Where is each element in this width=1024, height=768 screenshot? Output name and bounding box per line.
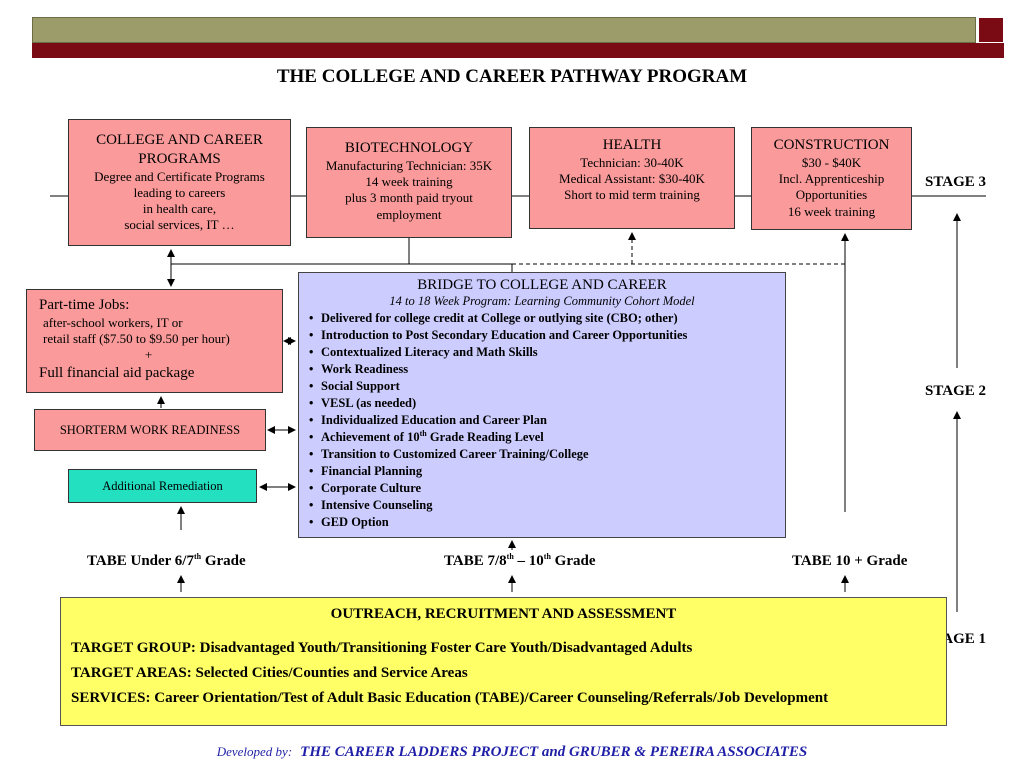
outreach-target-areas: TARGET AREAS: Selected Cities/Counties a… [71, 665, 468, 681]
construction-line-3: Opportunities [795, 187, 868, 203]
header-maroon-square [978, 17, 1004, 43]
credit-line: Developed by: THE CAREER LADDERS PROJECT… [0, 743, 1024, 761]
bio-line-2: 14 week training [365, 174, 453, 189]
health-heading: HEALTH [602, 137, 662, 153]
tabe-label-3: TABE 10 + Grade [792, 553, 908, 569]
tabe2-sup2: th [543, 552, 551, 561]
tabe2-sup: th [506, 552, 514, 561]
ccp-line-2: leading to careers [133, 184, 226, 200]
parttime-line-2: retail staff ($7.50 to $9.50 per hour) [43, 331, 230, 346]
bridge-item: Achievement of 10th Grade Reading Level [299, 429, 785, 446]
health-line-1: Technician: 30-40K [580, 154, 684, 170]
health-line-3: Short to mid term training [564, 187, 700, 203]
parttime-plus: + [144, 347, 153, 363]
construction-line-4: 16 week training [787, 203, 876, 219]
bridge-item: Transition to Customized Career Training… [299, 446, 785, 463]
bio-heading: BIOTECHNOLOGY [344, 140, 474, 156]
bridge-list: Delivered for college credit at College … [299, 310, 785, 531]
stage-3-label: STAGE 3 [925, 174, 986, 190]
parttime-line-3: Full financial aid package [39, 364, 195, 381]
bridge-item: GED Option [299, 514, 785, 531]
credit-names: THE CAREER LADDERS PROJECT and GRUBER & … [300, 744, 808, 760]
bio-line-3: plus 3 month paid tryout [345, 190, 473, 206]
header-maroon-bar [32, 43, 1004, 58]
page-title: THE COLLEGE AND CAREER PATHWAY PROGRAM [276, 66, 748, 87]
tabe1-sup: th [193, 552, 202, 561]
tabe1-text: TABE Under 6/7 [87, 553, 194, 569]
bridge-item: Work Readiness [299, 361, 785, 378]
tabe-label-2: TABE 7/8th – 10th Grade [444, 553, 595, 570]
bridge-item: Individualized Education and Career Plan [299, 412, 785, 429]
tabe2-post: Grade [550, 553, 596, 569]
header-olive-bar [32, 17, 976, 43]
bridge-item: VESL (as needed) [299, 395, 785, 412]
biotechnology-box: BIOTECHNOLOGY Manufacturing Technician: … [306, 127, 512, 238]
parttime-heading: Part-time Jobs: [39, 297, 130, 313]
bridge-box: BRIDGE TO COLLEGE AND CAREER 14 to 18 We… [298, 272, 786, 538]
bridge-item: Corporate Culture [299, 480, 785, 497]
college-career-programs-box: COLLEGE AND CAREER PROGRAMS Degree and C… [68, 119, 291, 246]
construction-box: CONSTRUCTION $30 - $40K Incl. Apprentice… [751, 127, 912, 230]
bio-line-1: Manufacturing Technician: 35K [325, 157, 493, 173]
outreach-target-group: TARGET GROUP: Disadvantaged Youth/Transi… [71, 640, 693, 656]
tabe1-post: Grade [201, 553, 246, 569]
bridge-item-text: Achievement of 10 [321, 430, 420, 444]
outreach-heading: OUTREACH, RECRUITMENT AND ASSESSMENT [330, 606, 677, 622]
ccp-line-1: Degree and Certificate Programs [94, 168, 265, 184]
bridge-item: Intensive Counseling [299, 497, 785, 514]
additional-remediation-box: Additional Remediation [68, 469, 257, 503]
health-box: HEALTH Technician: 30-40K Medical Assist… [529, 127, 735, 229]
bridge-item: Contextualized Literacy and Math Skills [299, 344, 785, 361]
tabe-label-1: TABE Under 6/7th Grade [87, 553, 246, 570]
health-line-2: Medical Assistant: $30-40K [559, 171, 705, 186]
bridge-item: Delivered for college credit at College … [299, 310, 785, 327]
bridge-item-text-post: Grade Reading Level [426, 430, 544, 444]
ccp-heading: COLLEGE AND CAREER PROGRAMS [96, 132, 263, 167]
stage-2-label: STAGE 2 [925, 383, 986, 399]
shortterm-work-readiness-box: SHORTERM WORK READINESS [34, 409, 266, 451]
outreach-box: OUTREACH, RECRUITMENT AND ASSESSMENT TAR… [60, 597, 947, 726]
ccp-line-3: in health care, [142, 201, 217, 216]
tabe2-mid: – 10 [513, 553, 544, 569]
bridge-item: Social Support [299, 378, 785, 395]
ccp-line-4: social services, IT … [124, 217, 235, 233]
bio-line-4: employment [376, 206, 442, 222]
bridge-item-sup: th [419, 428, 427, 438]
construction-line-2: Incl. Apprenticeship [778, 171, 885, 186]
construction-line-1: $30 - $40K [801, 154, 862, 170]
parttime-line-1: after-school workers, IT or [43, 314, 183, 330]
credit-developed-by: Developed by: [216, 744, 293, 759]
tabe2-text: TABE 7/8 [444, 553, 507, 569]
bridge-subtitle: 14 to 18 Week Program: Learning Communit… [389, 294, 695, 308]
outreach-services: SERVICES: Career Orientation/Test of Adu… [71, 690, 829, 706]
part-time-jobs-box: Part-time Jobs: after-school workers, IT… [26, 289, 283, 393]
bridge-item: Introduction to Post Secondary Education… [299, 327, 785, 344]
bridge-title: BRIDGE TO COLLEGE AND CAREER [417, 277, 667, 293]
bridge-item: Financial Planning [299, 463, 785, 480]
construction-heading: CONSTRUCTION [773, 137, 890, 153]
